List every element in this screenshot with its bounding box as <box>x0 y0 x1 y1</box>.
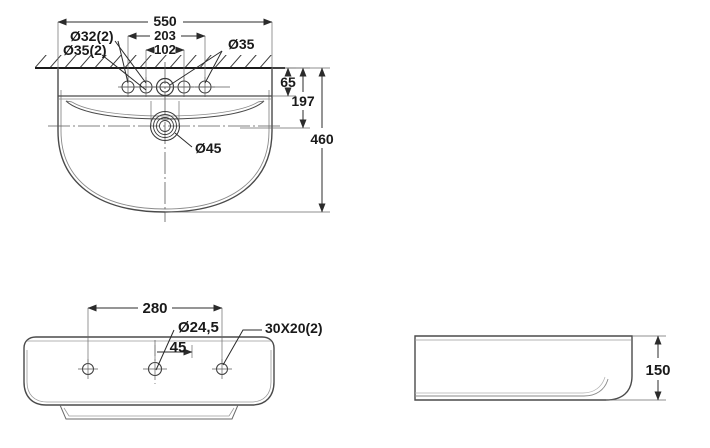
dim-label-150: 150 <box>645 362 670 379</box>
dim-drain-offset-45 <box>154 345 193 364</box>
top-view: 550 203 102 <box>35 13 334 222</box>
drain-assembly <box>149 110 181 142</box>
dim-height-150 <box>606 335 666 401</box>
leader-d45 <box>174 132 193 148</box>
callout-label-d35: Ø35 <box>228 36 255 52</box>
dim-overall-width-550 <box>57 18 273 70</box>
callout-label-d35-2: Ø35(2) <box>63 42 107 58</box>
leader-d35-center <box>169 50 223 86</box>
leader-d35-center-b <box>204 50 223 84</box>
bowl-rim-right-tick <box>257 100 265 103</box>
callout-leaders <box>101 40 223 91</box>
bowl-rim-left-tick <box>65 100 73 103</box>
front-view-foot-2 <box>63 407 235 417</box>
side-view-base-ledge <box>415 378 609 397</box>
dim-label-102: 102 <box>154 42 176 57</box>
front-view: 280 Ø24,5 45 30X20(2) <box>23 300 323 420</box>
side-view: 150 <box>414 335 671 401</box>
callout-label-d45: Ø45 <box>195 140 222 156</box>
dim-hole-spacing-102 <box>145 46 185 82</box>
dim-label-550: 550 <box>153 13 177 29</box>
dim-depth-460 <box>165 67 330 213</box>
side-view-outline <box>414 335 633 401</box>
leader-d245 <box>155 329 175 371</box>
front-view-foot <box>59 404 239 420</box>
side-view-base-ledge-2 <box>415 376 606 394</box>
bowl-inner-rim-2 <box>71 101 259 117</box>
dim-label-280: 280 <box>142 300 167 317</box>
dim-label-45: 45 <box>170 339 187 356</box>
leader-d32-b <box>117 40 129 84</box>
callout-label-d245: Ø24,5 <box>178 319 219 336</box>
dim-label-460: 460 <box>310 131 334 147</box>
leader-slot-holes <box>222 329 262 366</box>
dim-label-65: 65 <box>280 74 296 90</box>
dim-label-197: 197 <box>291 93 315 109</box>
dim-label-203: 203 <box>154 28 176 43</box>
hole-3-center <box>153 77 177 97</box>
dim-mount-spacing-280 <box>87 304 223 364</box>
leader-d35-2 <box>101 54 147 91</box>
callout-label-slot-holes: 30X20(2) <box>265 320 323 336</box>
front-view-outline-inner <box>26 350 272 403</box>
callout-label-d32: Ø32(2) <box>70 28 114 44</box>
